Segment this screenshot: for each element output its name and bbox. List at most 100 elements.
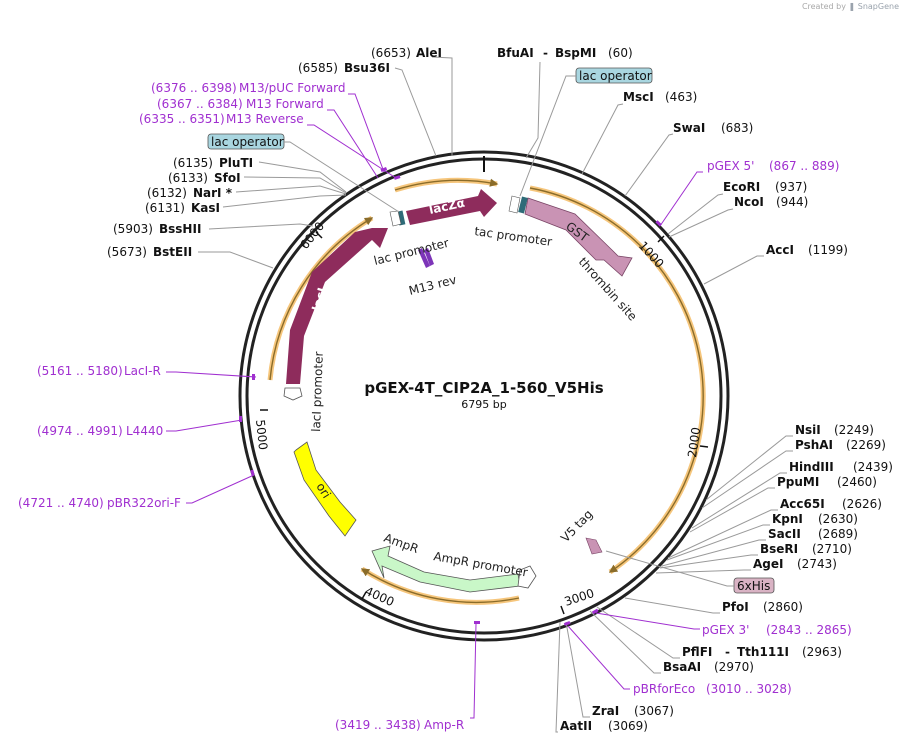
site-msci-pos: (463) <box>665 90 697 104</box>
site-tth111i-name: Tth111I <box>737 645 789 659</box>
lead-bsshii <box>208 223 314 230</box>
site-swai-pos: (683) <box>721 121 753 135</box>
site-alei-name: AleI <box>416 46 442 60</box>
m13-rev-label: M13 rev <box>407 273 458 298</box>
feature-lacZa[interactable] <box>406 189 497 225</box>
orf-arrow-lacI <box>269 217 374 381</box>
site-bsaai-pos: (2970) <box>714 660 754 674</box>
site-bsteii-pos: (5673) <box>107 245 147 259</box>
orf-arrow-lacZ <box>394 178 499 191</box>
site-bsu36i-name: Bsu36I <box>344 61 390 75</box>
site-bsu36i-pos: (6585) <box>298 61 338 75</box>
lead-acci <box>703 255 764 285</box>
lead-agei <box>655 569 751 574</box>
primer-mark-pbr322ori <box>250 469 255 477</box>
m13-rev-mark-2 <box>424 248 434 266</box>
site-nari-name: NarI * <box>193 186 233 200</box>
site-nari-pos: (6132) <box>147 186 187 200</box>
site-pluti-name: PluTI <box>219 156 253 170</box>
site-swai-name: SwaI <box>673 121 705 135</box>
site-agei-pos: (2743) <box>797 557 837 571</box>
lead-swai <box>624 133 674 197</box>
primer-m13rev-name: M13 Reverse <box>226 112 304 126</box>
credit-created-by: Created by <box>801 2 846 11</box>
feature-lacI[interactable] <box>286 228 388 384</box>
site-sfoi-name: SfoI <box>214 171 241 185</box>
laci-promoter-arrow <box>283 387 303 401</box>
primer-pbr322ori-name: pBR322ori-F <box>107 496 181 510</box>
lead-pluti <box>258 161 347 193</box>
site-bsshii-pos: (5903) <box>113 222 153 236</box>
lac-promoter-mark <box>389 210 402 227</box>
primer-mark-pgex5 <box>655 220 662 227</box>
enzyme-labels-left: (6653) AleI (6585) Bsu36I (6135) PluTI (… <box>107 46 442 259</box>
site-ppumi-pos: (2460) <box>837 475 877 489</box>
tick-5000: 5000 <box>253 419 270 451</box>
site-zrai-pos: (3067) <box>634 704 674 718</box>
lac-operator-box-top-label: lac operator <box>579 69 652 83</box>
feature-GST[interactable] <box>524 197 633 277</box>
site-sfoi-pos: (6133) <box>168 171 208 185</box>
laci-promoter-label: lacI promoter <box>309 351 326 432</box>
primer-pgex5-range: (867 .. 889) <box>769 159 839 173</box>
plead-pgex5 <box>659 171 703 227</box>
his6-box-label: 6xHis <box>737 579 770 593</box>
primer-pbr322ori-range: (4721 .. 4740) <box>18 496 104 510</box>
site-hindiii-pos: (2439) <box>853 460 893 474</box>
plead-l4440 <box>166 419 243 432</box>
site-kasi-name: KasI <box>191 201 220 215</box>
site-msci-name: MscI <box>623 90 654 104</box>
primer-leads <box>166 93 703 719</box>
tick-mark-6000 <box>315 231 323 239</box>
lead-bfuai <box>525 61 541 159</box>
lead-ncoi <box>668 208 734 238</box>
plead-m13puc <box>348 93 385 173</box>
lead-sfoi <box>243 176 347 194</box>
site-bfuai-sep: - <box>543 46 548 60</box>
feature-AmpR[interactable] <box>371 545 521 593</box>
lac-operator-box-top: lac operator <box>519 67 653 197</box>
lead-acc65i <box>667 509 778 559</box>
site-pflfi-name: PflFI <box>682 645 712 659</box>
site-hindiii-name: HindIII <box>789 460 834 474</box>
primer-laci-r-range: (5161 .. 5180) <box>37 364 123 378</box>
site-aatii-name: AatII <box>560 719 592 733</box>
lead-msci <box>581 103 624 175</box>
lead-ecori <box>667 193 724 235</box>
site-pshai-pos: (2269) <box>846 438 886 452</box>
site-pflfi-sep: - <box>725 645 730 659</box>
primer-mark-l4440 <box>239 416 242 422</box>
snapgene-logo-icon: ❚ <box>848 2 856 11</box>
ampr-promoter-label: AmpR promoter <box>432 549 528 579</box>
lead-sacii <box>661 539 766 567</box>
primer-pgex3-range: (2843 .. 2865) <box>766 623 852 637</box>
lead-pshai <box>701 450 793 509</box>
v5-tag-mark <box>585 537 603 555</box>
lead-pflfi <box>596 606 680 659</box>
lead-zrai <box>565 621 590 718</box>
lead-lac-operator-top <box>519 75 576 197</box>
site-nsii-pos: (2249) <box>834 423 874 437</box>
tick-4000: 4000 <box>363 584 397 609</box>
lead-ppumi <box>689 487 775 533</box>
plead-pbr322ori <box>186 474 255 504</box>
primer-m13fwd-range: (6367 .. 6384) <box>157 97 243 111</box>
feature-lacI-label: lacI <box>309 286 329 313</box>
tick-mark-1000 <box>657 235 665 243</box>
site-ppumi-name: PpuMI <box>777 475 819 489</box>
site-beri-pos: (2710) <box>812 542 852 556</box>
site-zrai-name: ZraI <box>592 704 619 718</box>
plasmid-length: 6795 bp <box>461 398 506 411</box>
primer-mark-laci-r <box>252 374 255 380</box>
site-aatii-pos: (3069) <box>608 719 648 733</box>
primer-mark-pbrforeco <box>563 621 571 626</box>
site-bfuai-pos: (60) <box>608 46 633 60</box>
primer-m13puc-range: (6376 .. 6398) <box>151 81 237 95</box>
feature-ori[interactable] <box>293 441 357 537</box>
tick-mark-2000 <box>699 445 709 448</box>
primer-labels: (6376 .. 6398) M13/pUC Forward (6367 .. … <box>18 81 852 732</box>
site-beri-name: BseRI <box>760 542 798 556</box>
plead-pgex3 <box>595 612 700 630</box>
primer-l4440-range: (4974 .. 4991) <box>37 424 123 438</box>
